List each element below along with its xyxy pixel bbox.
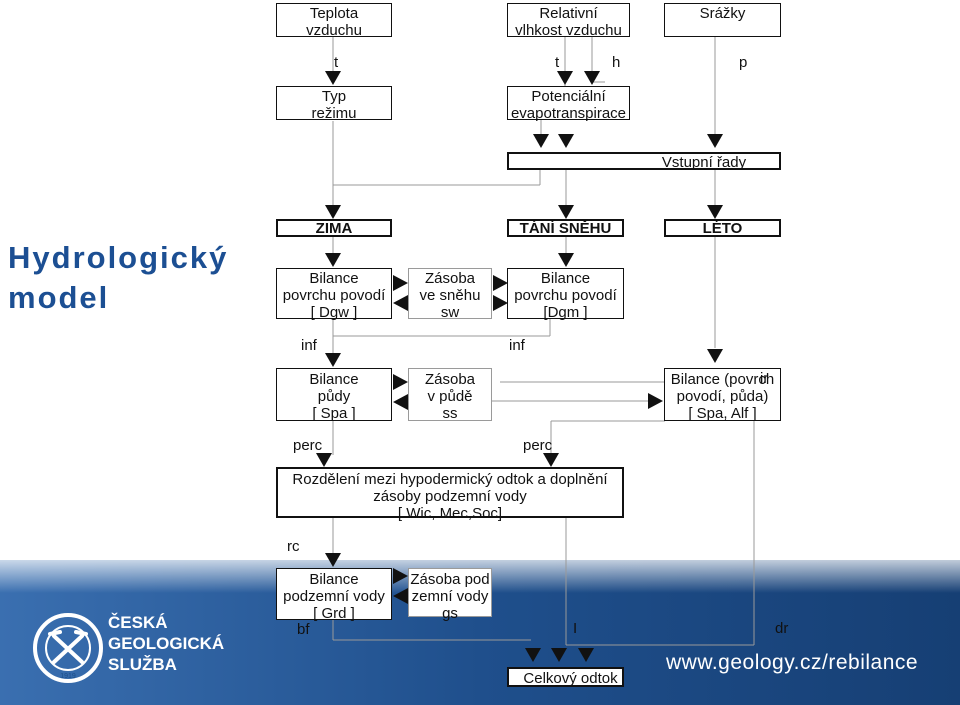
label-rc: rc <box>287 538 300 555</box>
box-bilance-leto: Bilance (povrch povodí, půda) [ Spa, Alf… <box>664 368 781 422</box>
box-celkovy-odtok: Celkový odtok <box>507 667 624 687</box>
header-zima: ZIMA <box>276 219 392 237</box>
box-evapotranspirace: Potenciální evapotranspirace <box>507 86 630 122</box>
label-bf: bf <box>297 621 310 638</box>
label-p: p <box>739 54 748 71</box>
box-rezim: Typ režimu <box>276 86 392 122</box>
box-bilance-pudy: Bilance půdy [ Spa ] <box>276 368 392 422</box>
box-srazky: Srážky <box>664 3 781 37</box>
box-zasoba-v-pude: Zásoba v půdě ss <box>408 368 492 422</box>
geological-survey-logo-icon: 1919 <box>33 613 103 683</box>
box-zasoba-snehu: Zásoba ve sněhu sw <box>408 268 492 321</box>
box-vstupni-rady: Vstupní řady <box>507 152 781 171</box>
box-bilance-zima: Bilance povrchu povodí [ Dgw ] <box>276 268 392 321</box>
label-inf-1: inf <box>301 337 317 354</box>
box-teplota: Teplota vzduchu <box>276 3 392 39</box>
label-dr: dr <box>775 620 789 637</box>
label-h: h <box>612 54 621 71</box>
label-i: I <box>573 620 578 637</box>
header-leto: LÉTO <box>664 219 781 237</box>
label-perc-2: perc <box>523 437 553 454</box>
label-inf-2: inf <box>509 337 525 354</box>
logo-organization: ČESKÁ GEOLOGICKÁ SLUŽBA <box>108 613 225 674</box>
label-t-1: t <box>334 54 339 71</box>
logo-year: 1919 <box>60 673 76 680</box>
label-ir: ir <box>760 370 769 387</box>
box-vlhkost: Relativní vlhkost vzduchu <box>507 3 630 39</box>
label-t-2: t <box>555 54 560 71</box>
header-tani-snehu: TÁNÍ SNĚHU <box>507 219 624 237</box>
box-bilance-tani: Bilance povrchu povodí [Dgm ] <box>507 268 624 321</box>
box-rozdeleni: Rozdělení mezi hypodermický odtok a dopl… <box>276 467 624 522</box>
box-zasoba-podzemni: Zásoba pod zemní vody gs <box>408 568 492 622</box>
box-bilance-podzemni: Bilance podzemní vody [ Grd ] <box>276 568 392 622</box>
website-url[interactable]: www.geology.cz/rebilance <box>666 651 919 674</box>
label-perc-1: perc <box>293 437 323 454</box>
diagram-title: Hydrologický model <box>8 240 229 315</box>
